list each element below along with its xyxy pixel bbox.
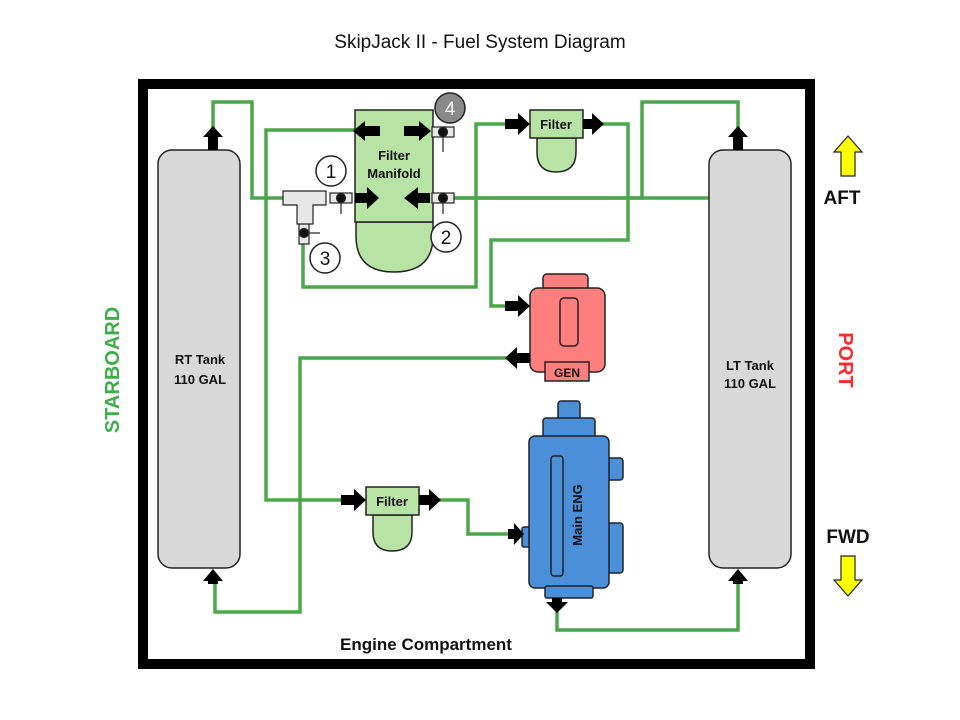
- arrow-top-filter-out: [583, 113, 604, 135]
- fwd-label: FWD: [826, 527, 869, 548]
- flow-arrows: [203, 113, 748, 613]
- arrow-manifold-out-left: [353, 121, 380, 141]
- valve-4-handle: [431, 126, 455, 152]
- rt-tank-name: RT Tank: [175, 352, 226, 367]
- valve-1-number: 1: [326, 162, 337, 183]
- valve-3-callout: 3: [309, 242, 341, 274]
- valve-2-number: 2: [441, 228, 452, 249]
- main-engine-label: Main ENG: [570, 484, 585, 545]
- arrow-engine-in: [508, 523, 524, 545]
- fuel-line-rt-tank-supply: [211, 100, 283, 200]
- valve-1-callout: 1: [315, 155, 347, 187]
- filter-bottom: Filter: [365, 486, 420, 552]
- fuel-line-engine-return: [555, 584, 740, 632]
- valve-4-number: 4: [445, 99, 456, 120]
- aft-direction-arrow-icon: [832, 135, 864, 177]
- lt-tank-capacity: 110 GAL: [724, 376, 776, 391]
- arrow-rt-tank-out: [203, 126, 223, 150]
- arrow-bottom-filter-out: [419, 489, 441, 511]
- fuel-line-filter-to-engine: [437, 498, 512, 536]
- fuel-lines: [211, 100, 740, 632]
- main-engine: Main ENG: [521, 400, 624, 599]
- fwd-direction-arrow-icon: [832, 555, 864, 597]
- lt-tank: LT Tank 110 GAL: [708, 149, 792, 569]
- arrow-manifold-out-right: [404, 121, 431, 141]
- fuel-line-manifold-to-rt-filter: [264, 128, 355, 502]
- aft-label: AFT: [824, 188, 861, 209]
- filter-manifold-line1: Filter: [378, 148, 410, 163]
- engine-compartment-label: Engine Compartment: [340, 635, 512, 654]
- arrow-generator-out: [505, 347, 530, 369]
- filter-top-label: Filter: [540, 117, 572, 132]
- filter-bottom-label: Filter: [376, 494, 408, 509]
- arrow-lt-tank-bottom-in: [728, 569, 748, 584]
- valve-4-callout: 4: [434, 92, 466, 124]
- lt-tank-name: LT Tank: [726, 358, 775, 373]
- arrow-top-filter-in: [505, 113, 530, 135]
- arrow-generator-in: [505, 295, 530, 317]
- tee-fitting: [282, 190, 327, 225]
- valve-2-callout: 2: [430, 221, 462, 253]
- valve-handles: [298, 126, 455, 245]
- fuel-line-generator-return: [213, 356, 520, 614]
- valve-2-handle: [431, 192, 455, 214]
- rt-tank-capacity: 110 GAL: [174, 372, 226, 387]
- generator-label: GEN: [554, 366, 580, 380]
- filter-manifold: Filter Manifold: [354, 109, 434, 273]
- arrow-manifold-in: [355, 187, 379, 209]
- fuel-line-filter-to-generator: [489, 122, 630, 308]
- engine-compartment-frame: [138, 79, 815, 669]
- arrow-lt-tank-in: [728, 126, 748, 150]
- generator: GEN: [529, 273, 606, 382]
- arrow-manifold-return-in: [404, 187, 430, 209]
- arrow-engine-out: [546, 598, 568, 613]
- fuel-line-lt-tank-supply: [456, 100, 740, 200]
- fuel-line-valve3-loop: [301, 122, 510, 289]
- filter-top: Filter: [529, 109, 584, 173]
- port-label: PORT: [834, 332, 856, 388]
- valve-3-number: 3: [320, 249, 331, 270]
- diagram-title: SkipJack II - Fuel System Diagram: [334, 32, 625, 53]
- arrow-bottom-filter-in: [341, 489, 366, 511]
- valve-1-handle: [329, 192, 353, 214]
- starboard-label: STARBOARD: [102, 307, 124, 433]
- arrow-rt-tank-in: [203, 569, 223, 584]
- rt-tank: RT Tank 110 GAL: [157, 149, 241, 569]
- filter-manifold-line2: Manifold: [367, 166, 420, 181]
- valve-3-handle: [298, 221, 320, 245]
